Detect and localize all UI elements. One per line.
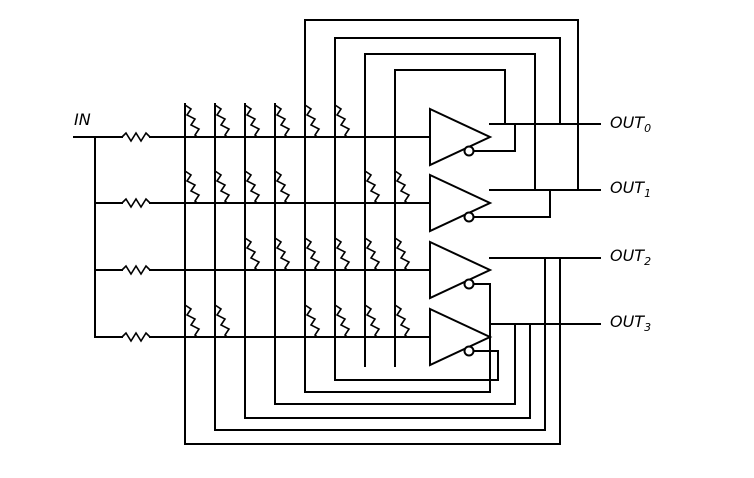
amplifier-1-inverting-bubble	[463, 211, 475, 223]
crosspoint-resistor-r3-c4	[304, 304, 321, 338]
row-3-input-resistor	[121, 331, 151, 343]
signal-labels: IN OUT0 OUT1 OUT2 OUT3	[74, 110, 651, 334]
inverted-output-1-return	[472, 189, 551, 218]
feedback-top-3	[364, 53, 536, 191]
crosspoint-resistor-r2-c3	[274, 237, 291, 271]
crosspoint-resistor-r2-c5	[334, 237, 351, 271]
output-0-name: OUT	[610, 113, 645, 132]
inverted-output-0-return	[472, 123, 516, 152]
crosspoint-resistor-r3-c0	[184, 304, 201, 338]
output-2-index: 2	[644, 255, 651, 268]
output-3-index: 3	[644, 321, 651, 334]
output-label-0: OUT0	[610, 113, 651, 135]
crosspoint-resistor-r1-c7	[394, 170, 411, 204]
amplifier-1-triangle	[429, 173, 493, 233]
feedback-top-outer	[304, 19, 579, 191]
row-2-input-resistor	[121, 264, 151, 276]
output-label-2: OUT2	[610, 246, 651, 268]
output-2-name: OUT	[610, 246, 645, 265]
crosspoint-resistor-r2-c6	[364, 237, 381, 271]
crosspoint-resistor-r1-c6	[364, 170, 381, 204]
amplifier-0-inverting-bubble	[463, 145, 475, 157]
feedback-bottom-outer	[184, 257, 561, 445]
output-3-name: OUT	[610, 312, 645, 331]
inverted-output-3-return	[334, 350, 499, 381]
crosspoint-resistor-r1-c0	[184, 170, 201, 204]
crosspoint-resistor-r1-c1	[214, 170, 231, 204]
output-label-1: OUT1	[610, 178, 651, 200]
crosspoint-resistor-r0-c2	[244, 104, 261, 138]
input-label: IN	[74, 110, 91, 129]
row-1-input-resistor	[121, 197, 151, 209]
crosspoint-resistor-r0-c1	[214, 104, 231, 138]
crosspoint-resistor-r3-c6	[364, 304, 381, 338]
crosspoint-resistor-r0-c4	[304, 104, 321, 138]
amplifier-gates	[429, 107, 493, 367]
amplifier-3-triangle	[429, 307, 493, 367]
crosspoint-resistor-r1-c3	[274, 170, 291, 204]
feedback-bottom-4	[274, 323, 516, 405]
output-0-index: 0	[644, 122, 651, 135]
resistor-matrix	[121, 104, 411, 343]
crosspoint-resistor-r3-c5	[334, 304, 351, 338]
output-1-index: 1	[644, 187, 651, 200]
crosspoint-resistor-r2-c2	[244, 237, 261, 271]
feedback-top-inner	[394, 69, 506, 173]
output-1-name: OUT	[610, 178, 645, 197]
feedback-bottom-3	[244, 323, 531, 419]
feedback-top-2	[334, 37, 561, 125]
amplifier-3-inverting-bubble	[463, 345, 475, 357]
crosspoint-resistor-r0-c5	[334, 104, 351, 138]
crosspoint-resistor-r3-c7	[394, 304, 411, 338]
amplifier-2-inverting-bubble	[463, 278, 475, 290]
inverted-output-2-return	[304, 283, 491, 393]
crosspoint-resistor-r0-c0	[184, 104, 201, 138]
crosspoint-resistor-r1-c2	[244, 170, 261, 204]
crosspoint-resistor-r0-c3	[274, 104, 291, 138]
crosspoint-resistor-r2-c4	[304, 237, 321, 271]
row-0-input-resistor	[121, 131, 151, 143]
crosspoint-resistor-r3-c1	[214, 304, 231, 338]
amplifier-0-triangle	[429, 107, 493, 167]
crosspoint-resistor-r2-c7	[394, 237, 411, 271]
feedback-bottom-2	[214, 257, 546, 431]
output-label-3: OUT3	[610, 312, 651, 334]
wiring	[73, 19, 601, 445]
amplifier-2-triangle	[429, 240, 493, 300]
